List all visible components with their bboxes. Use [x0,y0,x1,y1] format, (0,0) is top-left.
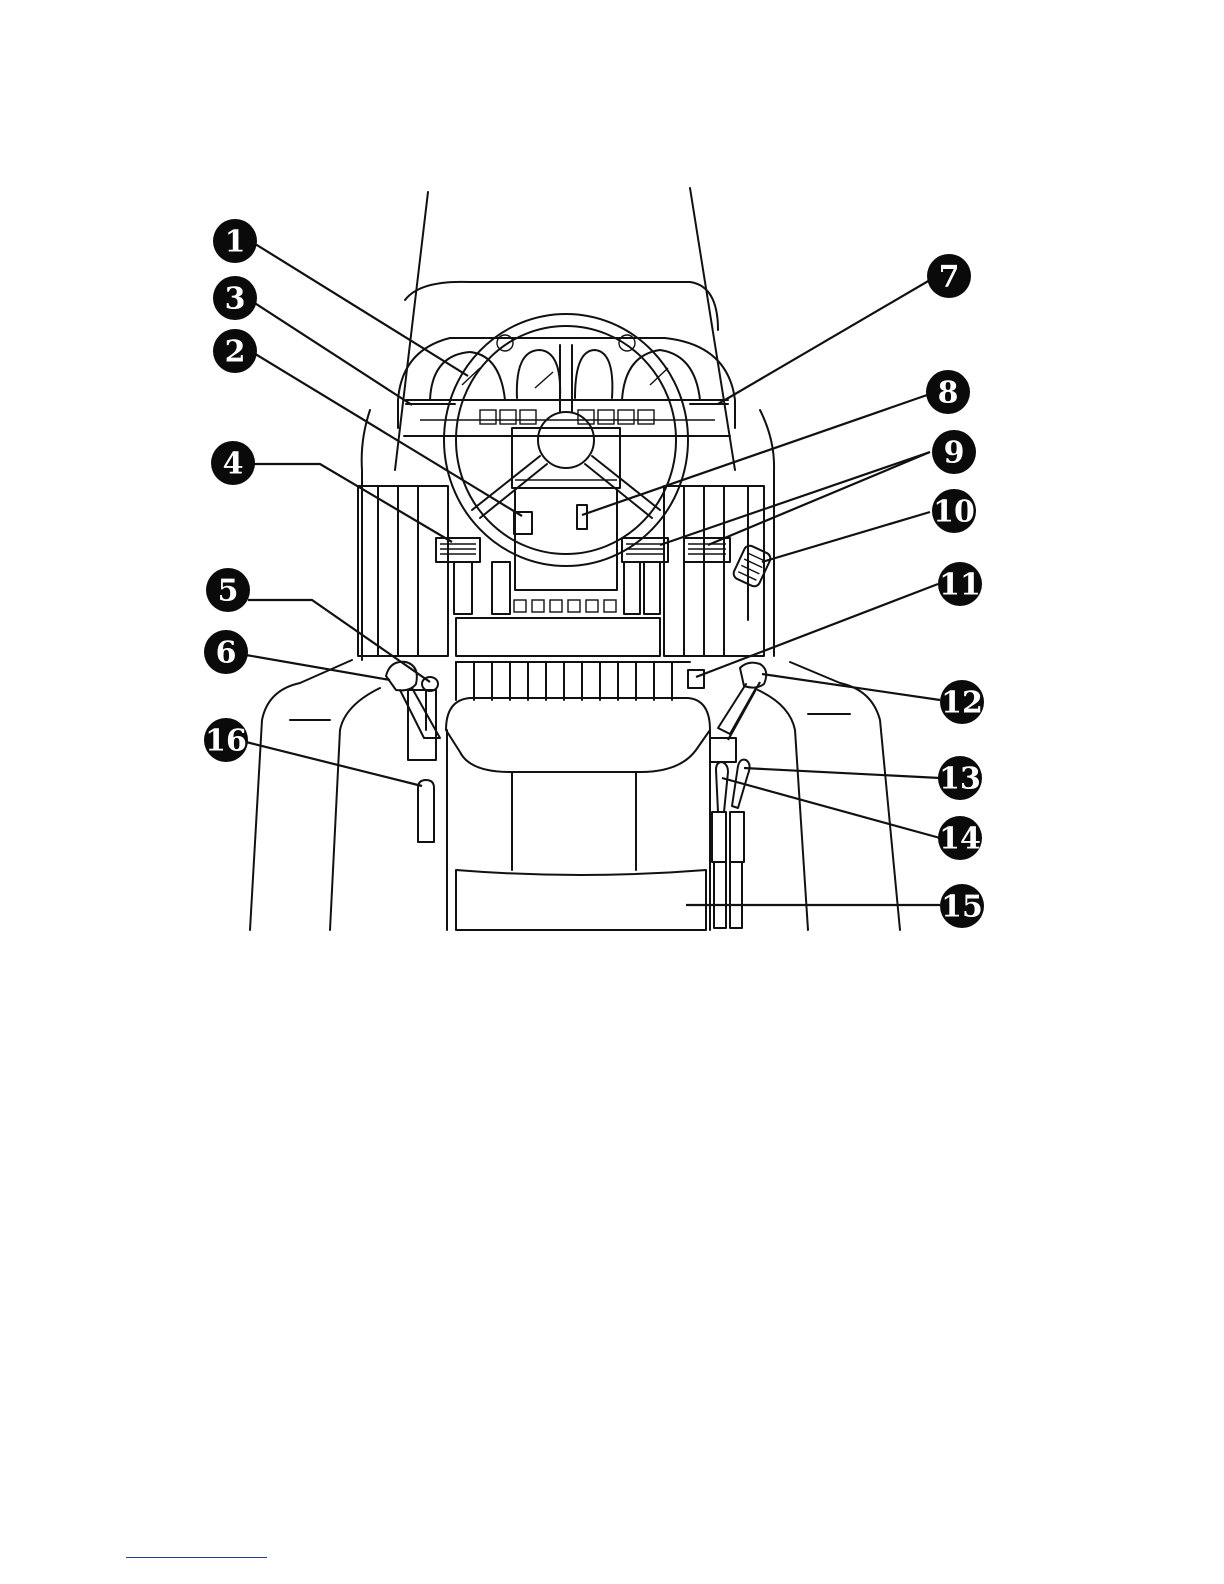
callout-badges: 1 3 2 4 5 6 16 7 8 9 10 11 12 13 14 15 [204,219,984,928]
left-fender [250,660,380,930]
svg-text:2: 2 [225,335,246,370]
callout-badge-8: 8 [926,370,970,414]
right-fender [758,662,900,930]
svg-text:9: 9 [944,436,965,471]
svg-text:13: 13 [939,762,981,797]
svg-text:16: 16 [205,724,247,759]
svg-text:1: 1 [225,225,246,260]
left-floor-panels [358,410,480,660]
svg-text:7: 7 [939,260,960,295]
svg-text:3: 3 [225,282,246,317]
callout-badge-7: 7 [927,254,971,298]
callout-badge-15: 15 [940,884,984,928]
callout-badge-16: 16 [204,718,248,762]
callout-badge-14: 14 [938,816,982,860]
accelerator-pedal [732,544,773,588]
operator-seat [446,698,710,930]
svg-text:10: 10 [933,495,975,530]
callout-badge-5: 5 [206,568,250,612]
svg-text:11: 11 [939,568,981,603]
svg-text:5: 5 [218,574,239,609]
svg-text:6: 6 [216,636,237,671]
callout-badge-3: 3 [213,276,257,320]
svg-text:8: 8 [938,376,959,411]
instrument-cluster [398,335,735,436]
left-levers [386,662,440,842]
leader-lines [246,242,940,905]
callout-badge-9: 9 [932,430,976,474]
callout-badge-2: 2 [213,329,257,373]
callout-badge-6: 6 [204,630,248,674]
svg-text:12: 12 [941,686,983,721]
callout-badge-13: 13 [938,756,982,800]
callout-badge-4: 4 [211,441,255,485]
callout-badge-12: 12 [940,680,984,724]
callout-badge-10: 10 [932,489,976,533]
svg-text:4: 4 [223,447,244,482]
svg-text:15: 15 [941,890,983,925]
callout-badge-11: 11 [938,562,982,606]
floor-mat [454,562,690,700]
footer-rule [126,1557,267,1558]
callout-badge-1: 1 [213,219,257,263]
svg-text:14: 14 [939,822,981,857]
